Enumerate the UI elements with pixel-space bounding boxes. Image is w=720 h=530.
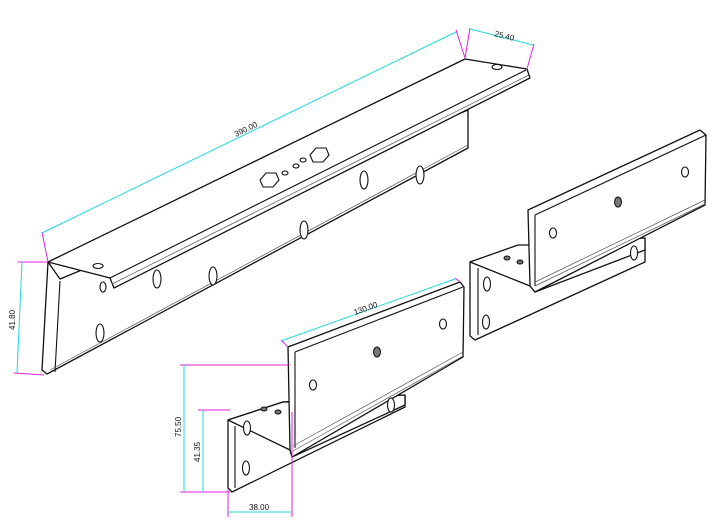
label-390: 390.00 <box>233 120 259 139</box>
dimension-25-40 <box>464 27 535 70</box>
middle-z-bracket <box>227 281 465 493</box>
dimension-41-80 <box>13 261 48 376</box>
label-41-80: 41.80 <box>8 309 17 330</box>
dimension-38 <box>227 412 293 517</box>
long-bracket-flange <box>47 58 531 289</box>
dimension-75-50-41-35 <box>180 364 290 493</box>
label-41-35: 41.35 <box>193 441 202 462</box>
long-bracket-holes <box>92 63 503 343</box>
label-25-40: 25.40 <box>494 29 516 43</box>
label-75-50: 75.50 <box>174 416 183 437</box>
right-bracket-upper-plate <box>527 129 707 293</box>
middle-bracket-holes <box>241 318 448 476</box>
label-38: 38.00 <box>249 503 270 512</box>
right-z-bracket <box>469 129 707 341</box>
long-l-bracket <box>41 58 531 375</box>
right-bracket-holes <box>481 166 690 330</box>
dimension-130 <box>280 277 461 348</box>
dimension-390 <box>41 29 466 263</box>
